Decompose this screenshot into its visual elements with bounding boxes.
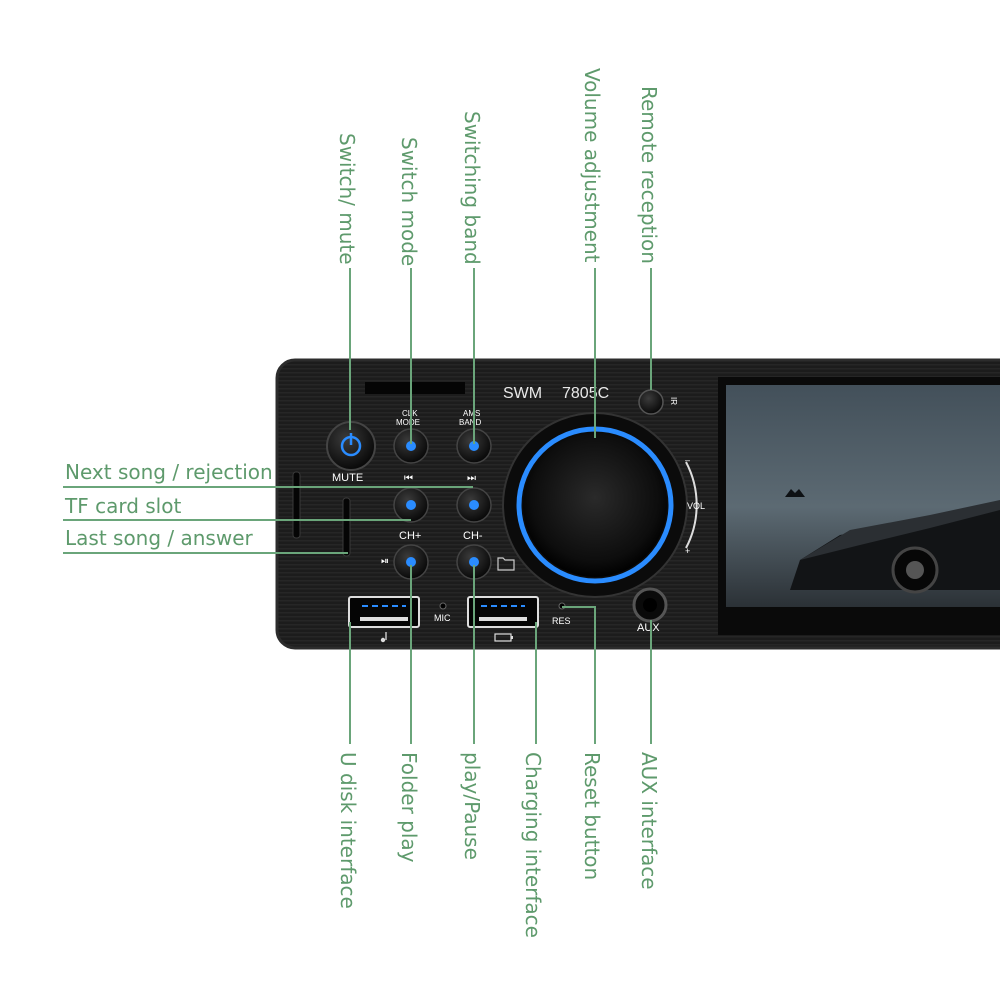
leader-folder-play — [410, 565, 412, 744]
leader-charging — [535, 622, 537, 744]
band-label: BAND — [459, 418, 482, 427]
leader-last-song — [63, 552, 348, 554]
vol-label: VOL — [687, 501, 706, 511]
callout-switch-mode: Switch mode — [397, 137, 421, 267]
vol-plus-label: + — [685, 546, 691, 556]
leader-next-song — [63, 486, 473, 488]
clk-label: CLK — [402, 410, 418, 418]
vol-arc — [685, 461, 698, 549]
callout-folder-play: Folder play — [397, 752, 421, 863]
vol-minus-label: – — [685, 455, 691, 465]
ir-label: IR — [669, 397, 678, 405]
mode-label: MODE — [396, 418, 420, 427]
volume-knob — [523, 433, 667, 577]
aux-label: AUX — [637, 622, 660, 634]
callout-aux: AUX interface — [637, 752, 661, 890]
callout-remote-reception: Remote reception — [637, 86, 661, 264]
leader-remote — [650, 268, 652, 390]
ir-receiver — [638, 389, 664, 415]
callout-play-pause: play/Pause — [460, 752, 484, 860]
top-slot — [365, 382, 465, 394]
music-note-icon — [380, 632, 387, 643]
leader-volume — [594, 268, 596, 438]
callout-reset: Reset button — [580, 752, 604, 881]
callout-switching-band: Switching band — [460, 111, 484, 265]
callout-last-song: Last song / answer — [65, 526, 253, 550]
prev-icon: ⏮ — [404, 473, 413, 484]
battery-icon — [494, 633, 513, 642]
model-label: 7805C — [562, 385, 610, 402]
mic-hole — [439, 602, 447, 610]
leader-u-disk — [349, 622, 351, 744]
folder-icon — [497, 557, 515, 571]
mute-label: MUTE — [332, 472, 364, 484]
leader-switching-band — [473, 268, 475, 444]
leader-play-pause — [473, 565, 475, 744]
tf-card-slot — [342, 497, 351, 557]
callout-next-song: Next song / rejection — [65, 460, 273, 484]
ch-minus-label: CH- — [463, 530, 483, 542]
usb-port-2 — [467, 596, 539, 628]
callout-volume-adjustment: Volume adjustment — [580, 68, 604, 263]
callout-charging: Charging interface — [521, 752, 545, 938]
leader-switch-mode — [410, 268, 412, 444]
brand-label: SWM — [503, 385, 543, 402]
callout-tf-card: TF card slot — [65, 494, 182, 518]
mic-label: MIC — [434, 613, 451, 623]
next-icon: ⏭ — [467, 473, 476, 484]
leader-reset — [594, 606, 596, 744]
mute-button — [326, 421, 376, 471]
callout-switch-mute: Switch/ mute — [335, 133, 359, 265]
usb-port-1 — [348, 596, 420, 628]
leader-aux — [650, 620, 652, 744]
ch-plus-label: CH+ — [399, 530, 422, 542]
leader-reset-h — [562, 606, 596, 608]
play-pause-icon: ⏯ — [381, 556, 389, 567]
car-image — [785, 489, 1000, 594]
tf-card-slot-outer — [292, 471, 301, 539]
leader-switch-mute — [349, 268, 351, 430]
callout-u-disk: U disk interface — [336, 752, 360, 909]
res-label: RES — [552, 616, 571, 626]
leader-tf-card — [63, 519, 411, 521]
ams-label: AMS — [463, 409, 481, 418]
